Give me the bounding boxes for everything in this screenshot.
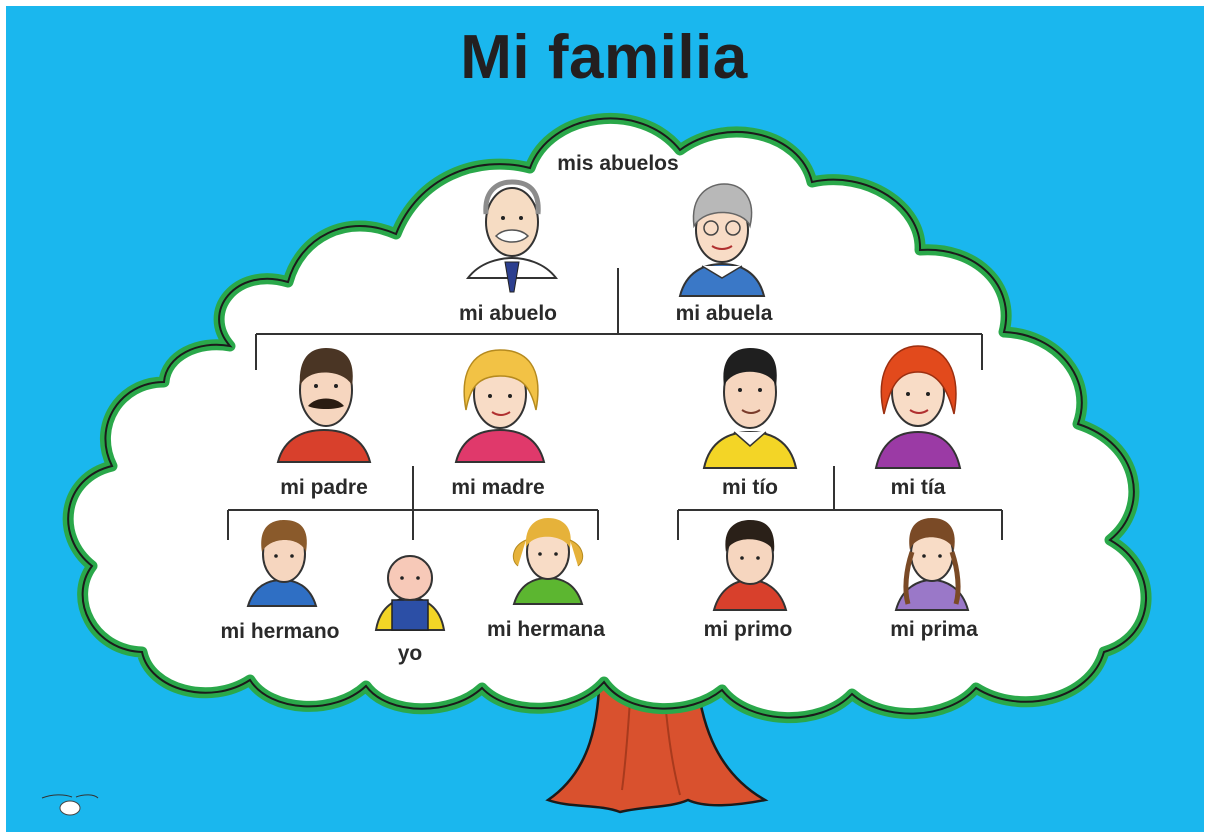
me-label: yo bbox=[397, 642, 423, 665]
uncle-portrait-icon bbox=[702, 348, 798, 469]
artist-logo-icon bbox=[41, 794, 99, 816]
grandfather-label: mi abuelo bbox=[458, 302, 558, 325]
aunt-portrait-icon bbox=[874, 345, 962, 469]
cousin-female-label: mi prima bbox=[890, 618, 978, 641]
mother-portrait-icon bbox=[454, 349, 546, 463]
sister-portrait-icon bbox=[512, 518, 584, 605]
poster-title: Mi familia bbox=[460, 23, 748, 92]
father-label: mi padre bbox=[280, 476, 368, 499]
grandmother-portrait-icon bbox=[678, 183, 766, 297]
brother-label: mi hermano bbox=[220, 620, 340, 643]
tree-trunk bbox=[545, 670, 769, 814]
grandfather-portrait-icon bbox=[465, 179, 559, 293]
grandparents-group-label: mis abuelos bbox=[557, 152, 679, 175]
sister-label: mi hermana bbox=[487, 618, 605, 641]
uncle-label: mi tío bbox=[722, 476, 778, 499]
tree-canopy bbox=[62, 113, 1152, 724]
grandmother-label: mi abuela bbox=[675, 302, 773, 325]
father-portrait-icon bbox=[276, 348, 372, 463]
aunt-label: mi tía bbox=[890, 476, 946, 499]
mother-label: mi madre bbox=[451, 476, 545, 499]
cousin-boy-portrait-icon bbox=[712, 520, 788, 611]
cousin-girl-portrait-icon bbox=[894, 518, 970, 611]
cousin-male-label: mi primo bbox=[703, 618, 793, 641]
baby-portrait-icon bbox=[374, 555, 446, 631]
brother-portrait-icon bbox=[246, 520, 318, 607]
family-connectors bbox=[227, 268, 1003, 540]
